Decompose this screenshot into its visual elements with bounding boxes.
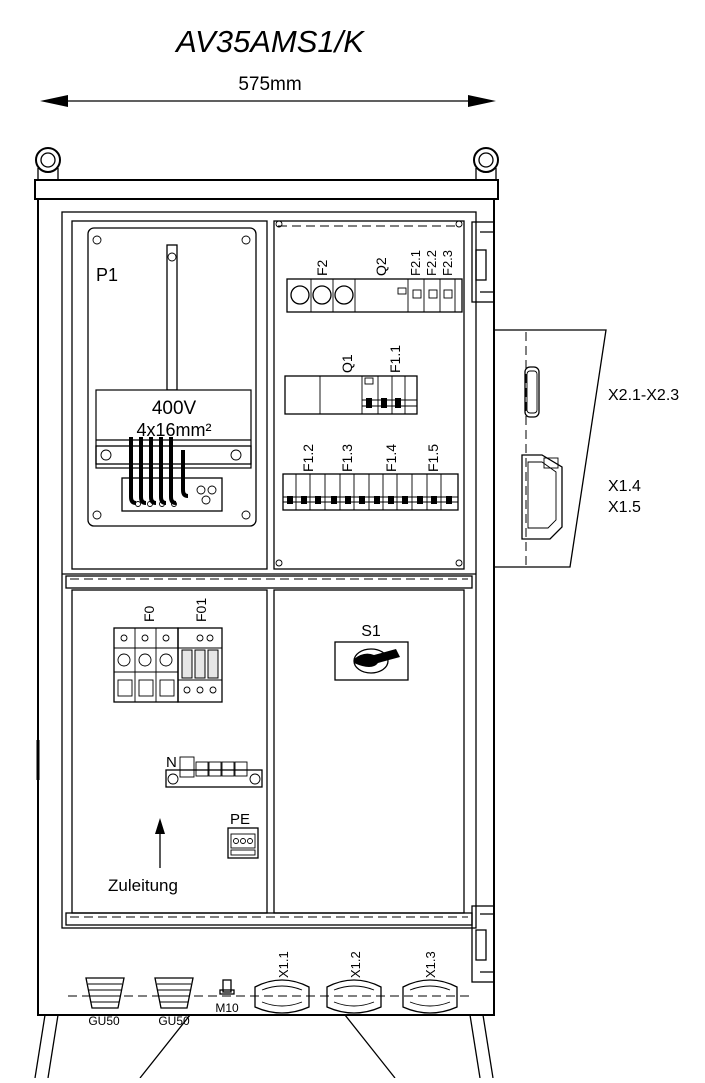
device-label-f2-2: F2.2 bbox=[424, 250, 439, 276]
breaker-label-f1-5: F1.5 bbox=[425, 444, 441, 472]
socket-label-x1-2: X1.2 bbox=[348, 951, 363, 978]
cable-gland-2 bbox=[154, 977, 194, 1009]
meter-terminal-block bbox=[95, 389, 252, 469]
cabinet-body bbox=[37, 198, 495, 1016]
lifting-eye-right bbox=[473, 147, 499, 180]
meter-voltage-label: 400V bbox=[152, 398, 197, 419]
cabinet-door-frame bbox=[61, 211, 477, 929]
device-label-q2: Q2 bbox=[373, 257, 389, 276]
width-dimension: 575mm bbox=[40, 74, 496, 107]
device-label-f01: F01 bbox=[193, 598, 209, 622]
dimension-arrow-left-icon bbox=[40, 95, 68, 107]
pe-terminal bbox=[227, 827, 259, 859]
diagram-title: AV35AMS1/K bbox=[174, 24, 365, 59]
hinge-top bbox=[471, 221, 495, 303]
supply-compartment bbox=[71, 589, 268, 914]
neutral-terminal bbox=[165, 756, 263, 788]
side-socket-small bbox=[524, 366, 540, 418]
feed-label: Zuleitung bbox=[108, 876, 178, 895]
device-label-f2-1: F2.1 bbox=[408, 250, 423, 276]
cabinet-stand bbox=[34, 1014, 494, 1079]
breaker-label-f1-2: F1.2 bbox=[300, 444, 316, 472]
side-socket-label-3: X1.5 bbox=[608, 499, 641, 516]
pe-label: PE bbox=[230, 811, 250, 828]
device-label-q1: Q1 bbox=[339, 354, 355, 373]
socket-label-x1-3: X1.3 bbox=[423, 951, 438, 978]
neutral-label: N bbox=[166, 754, 177, 771]
cable-gland-1 bbox=[85, 977, 125, 1009]
side-socket-large bbox=[521, 454, 563, 540]
meter-plate bbox=[87, 227, 257, 527]
surge-protector-f01 bbox=[177, 627, 223, 703]
cabinet-roof bbox=[34, 179, 499, 200]
meter-compartment bbox=[71, 220, 268, 570]
feed-arrow-icon bbox=[155, 818, 165, 868]
breaker-label-f1-3: F1.3 bbox=[339, 444, 355, 472]
side-socket-label-1: X2.1-X2.3 bbox=[608, 387, 679, 404]
breaker-label-f1-4: F1.4 bbox=[383, 444, 399, 472]
socket-x1-3 bbox=[402, 979, 458, 1014]
dimension-label: 575mm bbox=[238, 74, 301, 95]
bolt-label: M10 bbox=[215, 1001, 239, 1015]
meter-cable-label: 4x16mm² bbox=[136, 420, 211, 440]
side-socket-panel bbox=[494, 329, 607, 568]
side-socket-label-2: X1.4 bbox=[608, 478, 641, 495]
hinge-bottom bbox=[471, 905, 495, 983]
breaker-row bbox=[282, 473, 459, 511]
socket-label-x1-1: X1.1 bbox=[276, 951, 291, 978]
dimension-arrow-right-icon bbox=[468, 95, 496, 107]
switch-label: S1 bbox=[361, 623, 381, 640]
device-row-2 bbox=[284, 375, 418, 415]
device-label-f1-1: F1.1 bbox=[387, 345, 403, 373]
device-label-f2: F2 bbox=[314, 259, 330, 276]
main-switch-s1[interactable] bbox=[334, 641, 409, 681]
switch-handle-icon bbox=[354, 649, 400, 667]
lifting-eye-left bbox=[35, 147, 61, 180]
device-label-f0: F0 bbox=[141, 605, 157, 622]
meter-rail bbox=[166, 244, 178, 391]
earth-bolt-m10 bbox=[219, 979, 235, 995]
device-row-1 bbox=[286, 278, 463, 313]
gland-label-1: GU50 bbox=[88, 1014, 120, 1028]
socket-x1-1 bbox=[254, 979, 310, 1014]
device-label-f2-3: F2.3 bbox=[440, 250, 455, 276]
meter-label: P1 bbox=[96, 265, 118, 285]
socket-x1-2 bbox=[326, 979, 382, 1014]
distribution-compartment bbox=[273, 220, 465, 570]
